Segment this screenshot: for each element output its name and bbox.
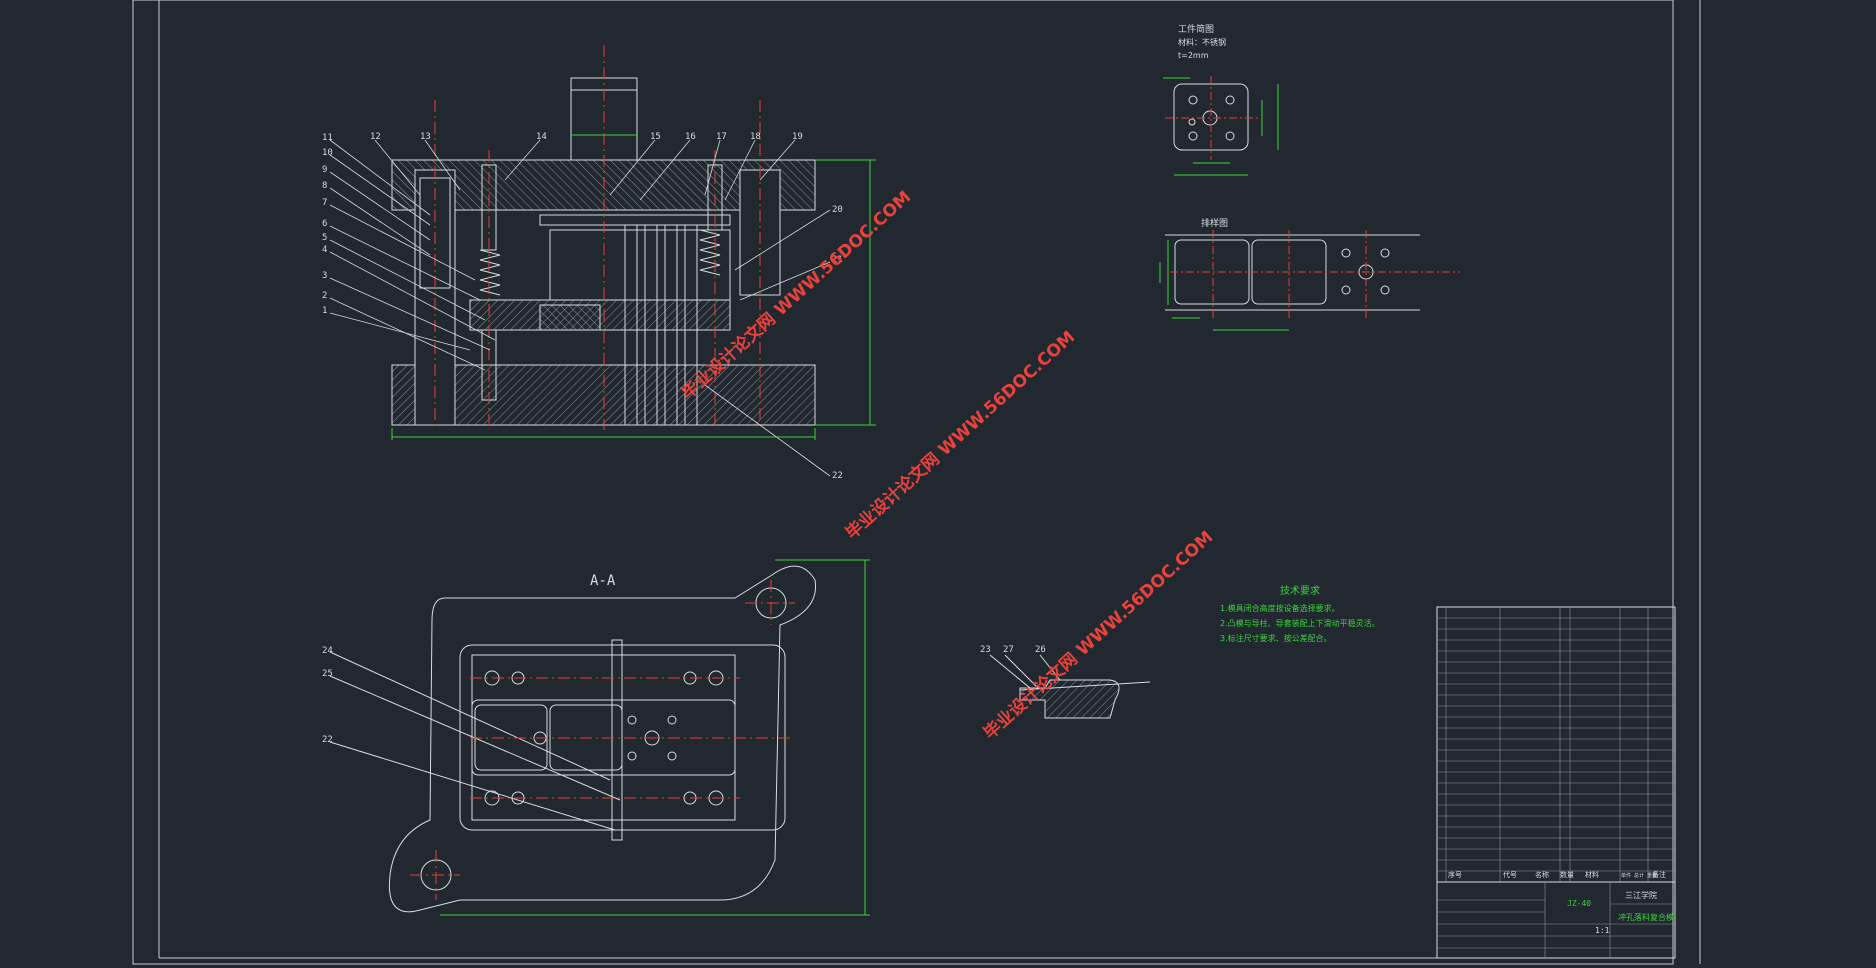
part-number: 17 bbox=[716, 132, 727, 142]
tech-requirement-item: 2.凸模与导柱、导套装配上下滑动平稳灵活。 bbox=[1220, 619, 1380, 628]
part-number: 2 bbox=[322, 291, 327, 301]
part-number: 18 bbox=[750, 132, 761, 142]
part-number: 20 bbox=[832, 205, 843, 215]
part-number: 23 bbox=[980, 645, 991, 655]
main-assembly-view: 1 2 3 4 5 6 7 8 9 10 11 12 13 14 15 16 1… bbox=[322, 45, 876, 481]
drawing-name: 冲孔落料复合模 bbox=[1618, 912, 1674, 922]
part-number: 6 bbox=[322, 219, 327, 229]
part-number: 24 bbox=[322, 646, 333, 656]
bom-header-code: 代号 bbox=[1503, 870, 1517, 879]
part-number: 5 bbox=[322, 233, 327, 243]
bom-header-seq: 序号 bbox=[1448, 870, 1462, 879]
strip-layout bbox=[1159, 230, 1460, 331]
tech-requirements: 技术要求 1.模具闭合高度按设备选择要求。 2.凸模与导柱、导套装配上下滑动平稳… bbox=[1220, 582, 1420, 644]
bom-header-material: 材料 bbox=[1585, 870, 1599, 879]
part-number: 25 bbox=[322, 669, 333, 679]
section-label: A-A bbox=[590, 573, 616, 589]
part-number: 11 bbox=[322, 133, 333, 143]
drawing-frame bbox=[132, 0, 1701, 965]
watermark: 毕业设计论文网 WWW.56DOC.COM bbox=[841, 327, 1079, 544]
part-numbers-main: 1 2 3 4 5 6 7 8 9 10 11 12 13 14 15 16 1… bbox=[322, 132, 843, 481]
part-number: 22 bbox=[322, 735, 333, 745]
part-number: 27 bbox=[1003, 645, 1014, 655]
part-number: 3 bbox=[322, 271, 327, 281]
part-number: 4 bbox=[322, 245, 327, 255]
part-number: 9 bbox=[322, 165, 327, 175]
drawing-scale: 1:1 bbox=[1595, 926, 1610, 935]
part-number: 12 bbox=[370, 132, 381, 142]
school-name: 三江学院 bbox=[1625, 890, 1657, 900]
part-number: 26 bbox=[1035, 645, 1046, 655]
part-number: 21 bbox=[832, 255, 843, 265]
part-number: 14 bbox=[536, 132, 547, 142]
title-block: 序号 代号 名称 数量 材料 单件 总计 重量 备注 JZ-40 三江学院 冲孔… bbox=[1436, 606, 1676, 959]
bom-header-qty: 数量 bbox=[1560, 870, 1574, 879]
part-number: 16 bbox=[685, 132, 696, 142]
workpiece-sketch bbox=[1163, 76, 1279, 176]
detail-view: 23 27 26 bbox=[980, 645, 1151, 719]
part-number: 13 bbox=[420, 132, 431, 142]
tech-requirement-item: 3.标注尺寸要求、按公差配合。 bbox=[1220, 634, 1332, 643]
tech-requirements-title: 技术要求 bbox=[1280, 586, 1320, 597]
workpiece-material: 材料：不锈钢 bbox=[1178, 38, 1226, 47]
bom-header-name: 名称 bbox=[1535, 870, 1549, 879]
part-number: 8 bbox=[322, 181, 327, 191]
bom-header-note: 备注 bbox=[1652, 870, 1666, 879]
part-number: 1 bbox=[322, 306, 327, 316]
section-view-aa: A-A bbox=[322, 559, 870, 916]
part-number: 22 bbox=[832, 471, 843, 481]
workpiece-title: 工件简图 bbox=[1178, 25, 1215, 35]
part-number: 15 bbox=[650, 132, 661, 142]
tech-requirement-item: 1.模具闭合高度按设备选择要求。 bbox=[1220, 604, 1340, 613]
part-number: 7 bbox=[322, 198, 327, 208]
workpiece-thickness: t=2mm bbox=[1178, 51, 1209, 60]
part-number: 19 bbox=[792, 132, 803, 142]
product-code: JZ-40 bbox=[1567, 899, 1591, 908]
bom-header-weight: 单件 总计 重量 bbox=[1621, 872, 1657, 879]
strip-layout-title: 排样图 bbox=[1201, 219, 1229, 229]
part-number: 10 bbox=[322, 148, 333, 158]
